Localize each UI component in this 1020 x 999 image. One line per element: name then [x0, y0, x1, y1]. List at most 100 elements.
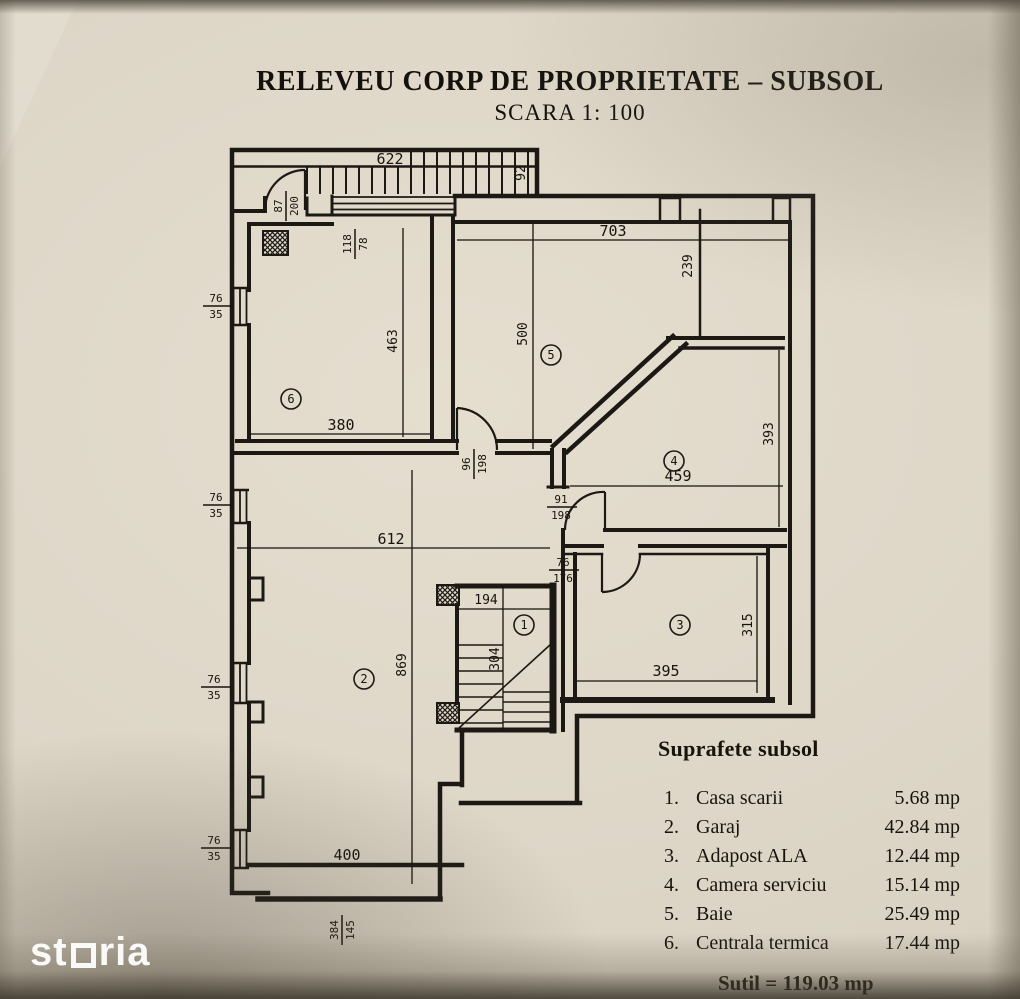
svg-text:4: 4 [670, 454, 677, 468]
dim-395: 395 [652, 662, 679, 680]
svg-text:3: 3 [676, 618, 683, 632]
interior-staircase [457, 643, 552, 729]
door-label-96-198: 96 198 [460, 449, 489, 479]
window-label-76-35-b: 76 35 [203, 491, 233, 520]
window-label-76-35-d: 76 35 [201, 834, 231, 863]
legend-heading: Suprafete subsol [658, 736, 819, 761]
room-badge-adapost-ala: 3 [669, 614, 691, 636]
svg-text:5: 5 [547, 348, 554, 362]
legend-row-casa-scarii: 1. Casa scarii 5.68 mp [658, 784, 960, 813]
interior-walls [230, 194, 792, 832]
title-line: RELEVEU CORP DE PROPRIETATE – SUBSOL [256, 66, 884, 97]
dim-315: 315 [741, 613, 756, 636]
legend-row-garaj: 2. Garaj 42.84 mp [658, 813, 960, 842]
dim-304: 304 [488, 647, 503, 671]
door-label-87-200: 87 200 [272, 191, 301, 221]
dim-622: 622 [376, 150, 403, 168]
svg-text:198: 198 [476, 454, 489, 474]
svg-text:1: 1 [520, 618, 527, 632]
legend-row-value: 25.49 mp [884, 903, 960, 925]
legend-row-value: 15.14 mp [884, 874, 960, 896]
legend-row-name: Adapost ALA [696, 845, 808, 867]
legend-row-number: 4. [664, 874, 679, 896]
legend-rows: 1. Casa scarii 5.68 mp 2. Garaj 42.84 mp… [658, 784, 960, 958]
dim-380: 380 [327, 416, 354, 434]
bathroom-door-arc [456, 406, 499, 451]
svg-text:2: 2 [360, 672, 367, 686]
room-badge-casa-scarii: 1 [513, 614, 535, 636]
garage-door-label-384-145: 384 145 [328, 915, 357, 945]
svg-text:76: 76 [207, 834, 220, 847]
svg-text:145: 145 [344, 920, 357, 940]
legend-row-value: 17.44 mp [884, 932, 960, 954]
area-legend: Suprafete subsol 1. Casa scarii 5.68 mp … [658, 736, 960, 996]
legend-row-name: Casa scarii [696, 787, 784, 809]
wall-pilasters [247, 576, 265, 799]
legend-row-number: 1. [664, 787, 679, 809]
svg-text:91: 91 [554, 493, 567, 506]
column-stair-bottom [436, 702, 460, 724]
dim-463: 463 [386, 329, 401, 352]
svg-text:76: 76 [207, 673, 220, 686]
legend-row-value: 5.68 mp [894, 787, 960, 809]
svg-text:76: 76 [209, 292, 222, 305]
legend-row-value: 42.84 mp [884, 816, 960, 838]
window-label-76-35-c: 76 35 [201, 673, 231, 702]
dim-703: 703 [599, 222, 626, 240]
room-badge-centrala-termica: 6 [280, 388, 302, 410]
dim-869: 869 [395, 653, 410, 676]
dim-393: 393 [762, 422, 777, 445]
stair-direction-line [458, 643, 552, 729]
legend-row-name: Garaj [696, 816, 741, 838]
legend-row-adapost-ala: 3. Adapost ALA 12.44 mp [658, 842, 960, 871]
svg-text:6: 6 [287, 392, 294, 406]
svg-text:76: 76 [556, 556, 569, 569]
legend-row-number: 6. [664, 932, 679, 954]
legend-row-value: 12.44 mp [884, 845, 960, 867]
shelter-door-arc [601, 553, 642, 594]
svg-text:78: 78 [357, 237, 370, 250]
legend-row-number: 2. [664, 816, 679, 838]
legend-row-number: 5. [664, 903, 679, 925]
svg-text:35: 35 [207, 850, 220, 863]
svg-text:96: 96 [460, 457, 473, 470]
dim-400: 400 [333, 846, 360, 864]
svg-text:35: 35 [209, 507, 222, 520]
window-label-76-35-a: 76 35 [203, 292, 233, 321]
dim-92: 92 [514, 165, 529, 181]
top-wall-notch [658, 196, 682, 224]
diagonal-wall [549, 332, 690, 456]
legend-row-name: Baie [696, 903, 733, 925]
storia-watermark-text-right: ria [98, 930, 151, 974]
scale-line: SCARA 1: 100 [494, 100, 646, 125]
svg-text:198: 198 [551, 509, 571, 522]
long-window-top [332, 196, 455, 217]
legend-row-name: Camera serviciu [696, 874, 827, 896]
room-badge-baie: 5 [540, 344, 562, 366]
svg-text:76: 76 [209, 491, 222, 504]
hatched-columns [262, 230, 460, 724]
opening-labels: 87 200 118 78 96 198 91 198 76 176 [201, 191, 579, 945]
svg-text:176: 176 [553, 572, 573, 585]
svg-text:87: 87 [272, 199, 285, 212]
legend-row-camera-serviciu: 4. Camera serviciu 15.14 mp [658, 871, 960, 900]
svg-text:200: 200 [288, 196, 301, 216]
drawing-title: RELEVEU CORP DE PROPRIETATE – SUBSOL SCA… [130, 66, 1010, 126]
left-wall-windows [232, 286, 249, 870]
legend-row-baie: 5. Baie 25.49 mp [658, 900, 960, 929]
legend-total: Sutil = 119.03 mp [718, 971, 874, 995]
column-stair-top [436, 584, 460, 606]
dim-194: 194 [474, 593, 498, 608]
svg-text:35: 35 [207, 689, 220, 702]
room-badge-garaj: 2 [353, 668, 375, 690]
service-room-door-arc [563, 490, 606, 531]
column-entrance [262, 230, 289, 256]
door-label-91-198: 91 198 [547, 493, 577, 522]
svg-text:384: 384 [328, 920, 341, 940]
storia-square-o-icon [70, 942, 96, 968]
top-wall-step [771, 196, 792, 224]
storia-watermark: st ria [30, 930, 151, 975]
dim-239: 239 [681, 254, 696, 277]
svg-text:35: 35 [209, 308, 222, 321]
dim-612: 612 [377, 530, 404, 548]
